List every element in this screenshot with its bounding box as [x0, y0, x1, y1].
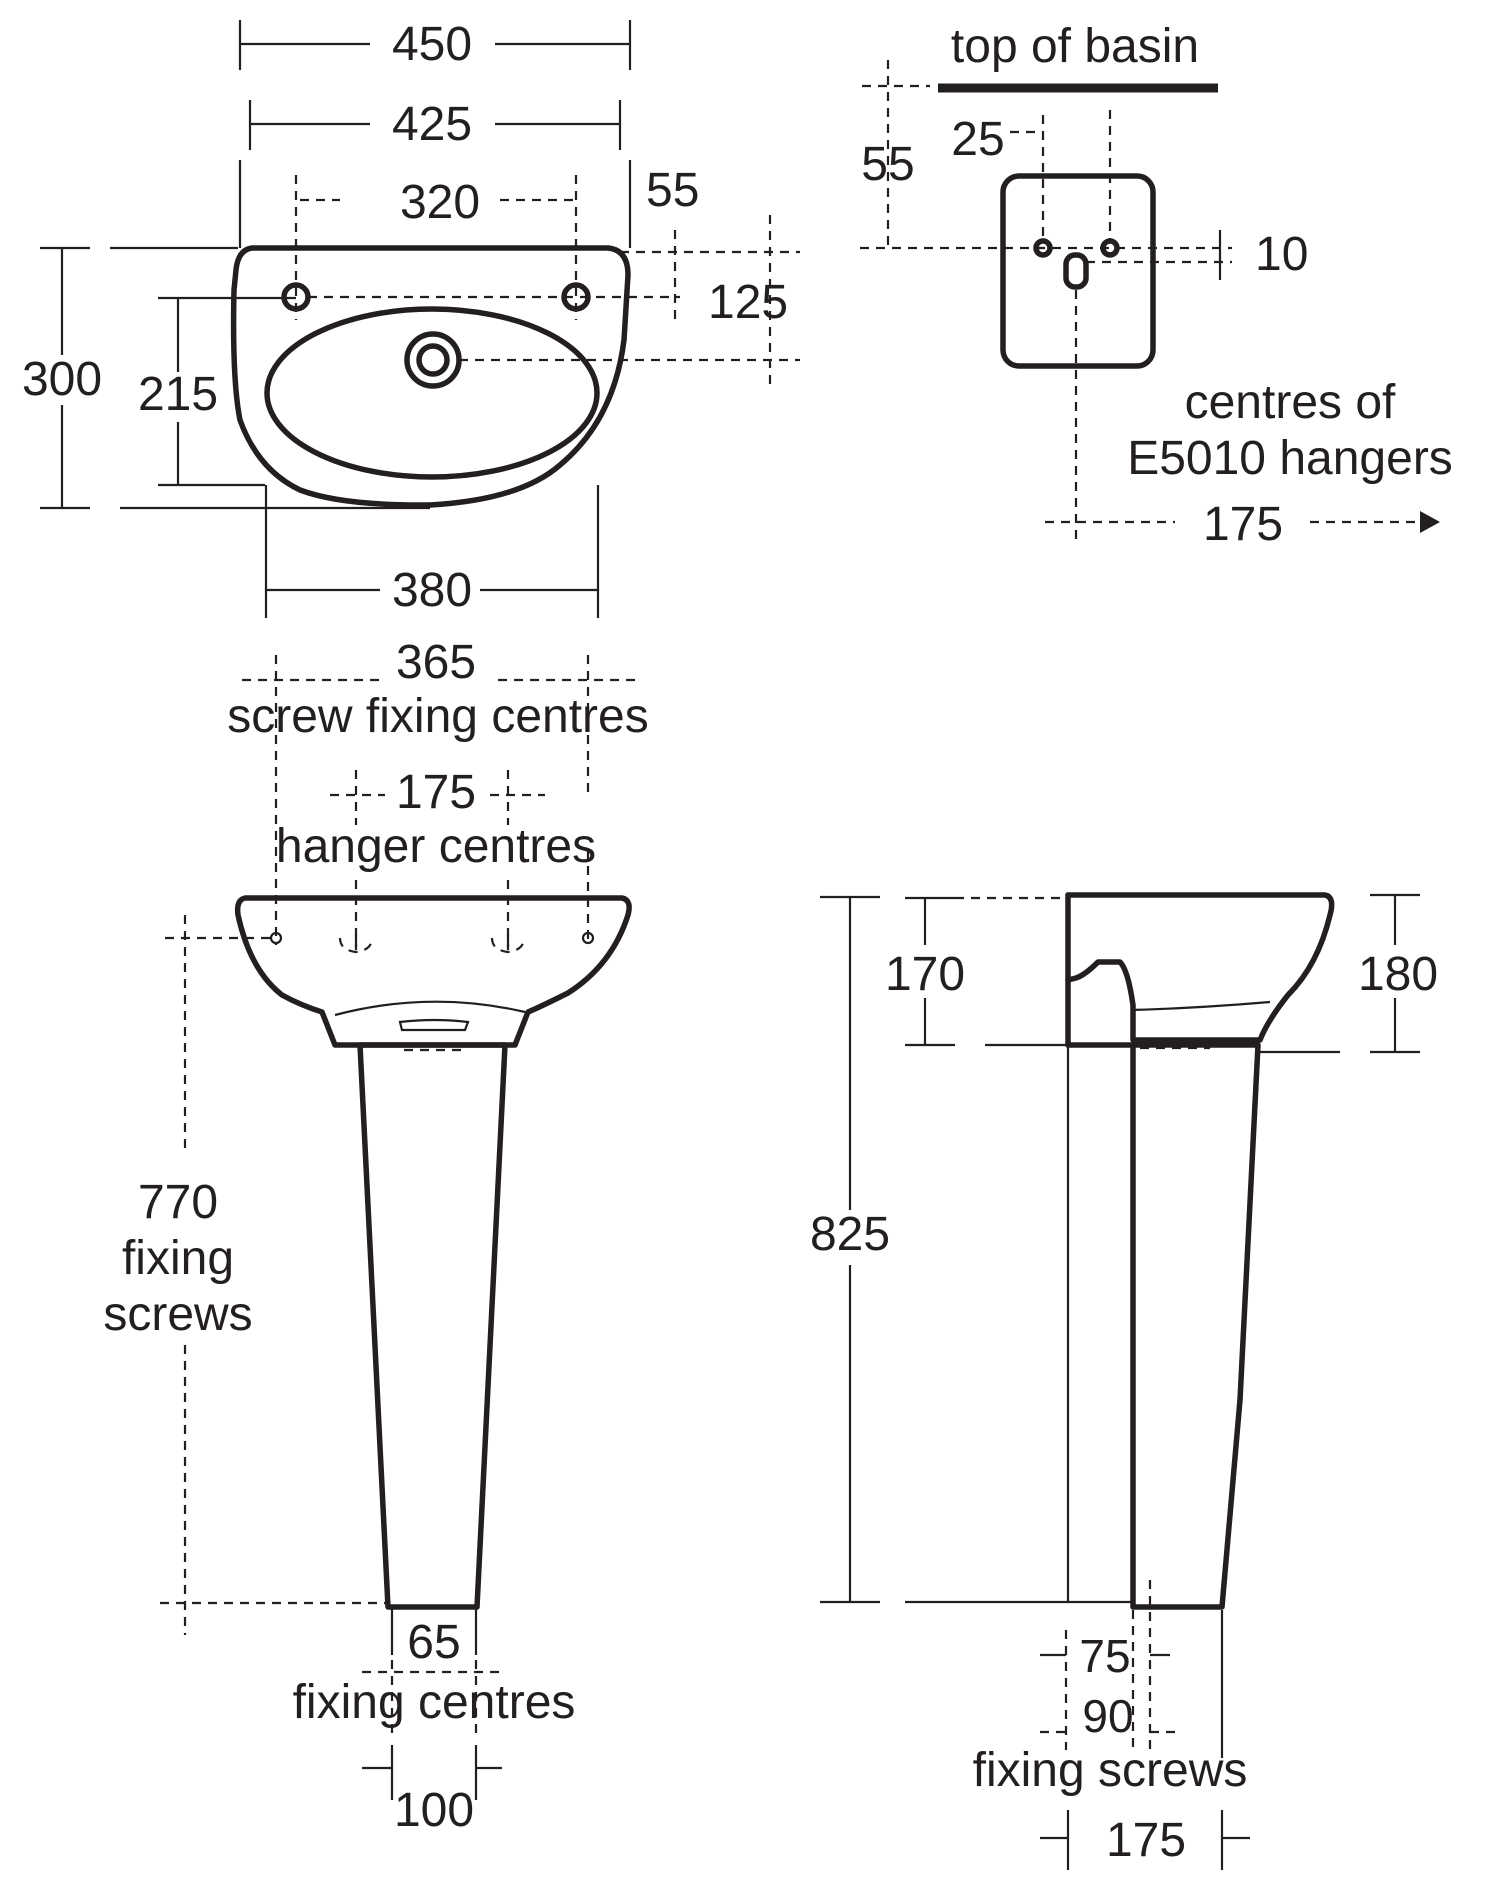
dim-100: 100 — [394, 1784, 474, 1837]
dim-90: 90 — [1082, 1690, 1133, 1742]
front-view: 365 screw fixing centres 175 hanger cent… — [103, 636, 648, 1837]
dim-25: 25 — [951, 113, 1004, 166]
waste-outlet-inner — [416, 343, 450, 377]
dim-825: 825 — [810, 1208, 890, 1261]
hanger-detail: top of basin 55 25 10 centres of E5010 h… — [860, 20, 1453, 551]
dim-215: 215 — [138, 368, 218, 421]
dim-180: 180 — [1358, 948, 1438, 1001]
dim-125: 125 — [708, 276, 788, 329]
dim-65: 65 — [407, 1616, 460, 1669]
basin-outline-front — [234, 895, 632, 1048]
arrow-right-icon — [1420, 511, 1440, 533]
waste-outlet-outer — [404, 331, 462, 389]
dim-770: 770 — [138, 1176, 218, 1229]
hanger-note-line2: E5010 hangers — [1127, 432, 1453, 485]
side-view: 170 180 825 75 90 fixing screws 175 — [810, 892, 1438, 1870]
basin-outline-plan — [230, 245, 631, 508]
top-of-basin-label: top of basin — [951, 20, 1199, 73]
hanger-note-line1: centres of — [1185, 376, 1396, 429]
fixing-screws-label-line2: screws — [103, 1288, 252, 1341]
dim-425: 425 — [392, 98, 472, 151]
dim-450: 450 — [392, 18, 472, 71]
dim-55-plan: 55 — [646, 164, 699, 217]
dim-320: 320 — [400, 176, 480, 229]
bowl-oval — [264, 306, 600, 480]
fixing-centres-label: fixing centres — [293, 1676, 576, 1729]
hanger-slot — [1063, 252, 1089, 290]
fixing-screws-label-line1: fixing — [122, 1232, 234, 1285]
side-fixing-screws-label: fixing screws — [973, 1744, 1248, 1797]
basin-outline-side — [1065, 892, 1335, 1043]
dim-300: 300 — [22, 353, 102, 406]
pedestal-side — [1130, 1042, 1261, 1610]
dim-175-side: 175 — [1106, 1814, 1186, 1867]
dim-170: 170 — [885, 948, 965, 1001]
dim-365: 365 — [396, 636, 476, 689]
dim-175-hanger: 175 — [1203, 498, 1283, 551]
hanger-plate — [1000, 173, 1156, 369]
hanger-centres-label: hanger centres — [276, 820, 596, 873]
dim-175-front: 175 — [396, 766, 476, 819]
pedestal-front — [357, 1042, 508, 1610]
screw-fixing-centres-label: screw fixing centres — [227, 690, 648, 743]
top-view: 450 425 320 55 125 300 215 — [18, 18, 800, 618]
dim-380: 380 — [392, 564, 472, 617]
dim-10: 10 — [1255, 228, 1308, 281]
dim-75: 75 — [1079, 1630, 1130, 1682]
dim-55-hanger: 55 — [861, 138, 914, 191]
